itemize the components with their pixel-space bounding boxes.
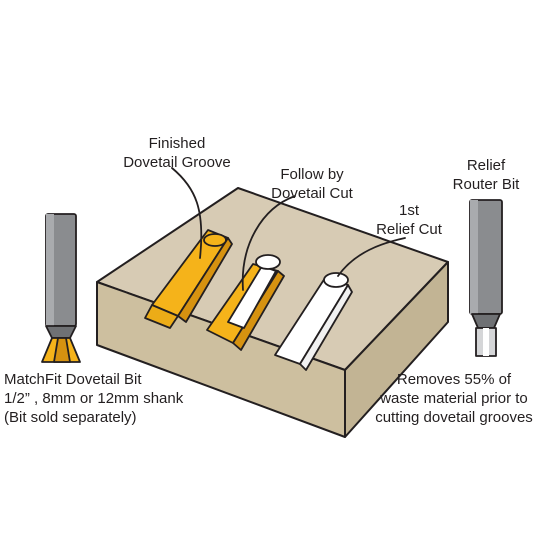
label-follow-line1: Follow by: [280, 166, 344, 183]
label-matchfit-line2: 1/2” , 8mm or 12mm shank: [4, 390, 184, 407]
finished-dovetail-groove: [144, 229, 233, 329]
dovetail-bit-neck: [45, 325, 77, 339]
relief-cut-groove: [274, 272, 353, 371]
label-relief-cut-line1: 1st: [398, 202, 419, 219]
label-finished-line2: Dovetail Groove: [123, 154, 231, 171]
relief-cut-leader: [337, 237, 406, 277]
label-removes-line2: waste material prior to: [380, 390, 528, 407]
leader-lines: [171, 167, 406, 291]
label-matchfit-line3: (Bit sold separately): [4, 409, 137, 426]
label-follow-line2: Dovetail Cut: [271, 185, 353, 202]
wood-block-side: [344, 261, 449, 438]
relief-bit-neck: [471, 313, 501, 329]
label-relief-bit-line2: Router Bit: [452, 176, 520, 193]
dovetail-bit: [41, 213, 81, 363]
label-relief-bit: Relief Router Bit: [436, 156, 536, 194]
label-relief-cut: 1st Relief Cut: [354, 201, 464, 239]
label-matchfit-line1: MatchFit Dovetail Bit: [4, 371, 142, 388]
label-relief-bit-line1: Relief: [466, 157, 506, 174]
label-finished-line1: Finished: [148, 135, 206, 152]
label-finished-groove: Finished Dovetail Groove: [112, 134, 242, 172]
label-removes-line1: Removes 55% of: [396, 371, 512, 388]
dovetail-cut-groove: [206, 254, 285, 351]
label-matchfit-bit: MatchFit Dovetail Bit 1/2” , 8mm or 12mm…: [4, 370, 234, 427]
label-follow-cut: Follow by Dovetail Cut: [247, 165, 377, 203]
label-relief-cut-line2: Relief Cut: [376, 221, 442, 238]
label-removes-waste: Removes 55% of waste material prior to c…: [360, 370, 548, 427]
relief-bit: [469, 199, 503, 357]
label-removes-line3: cutting dovetail grooves: [375, 409, 533, 426]
follow-leader: [241, 195, 296, 291]
finished-leader: [171, 167, 203, 259]
